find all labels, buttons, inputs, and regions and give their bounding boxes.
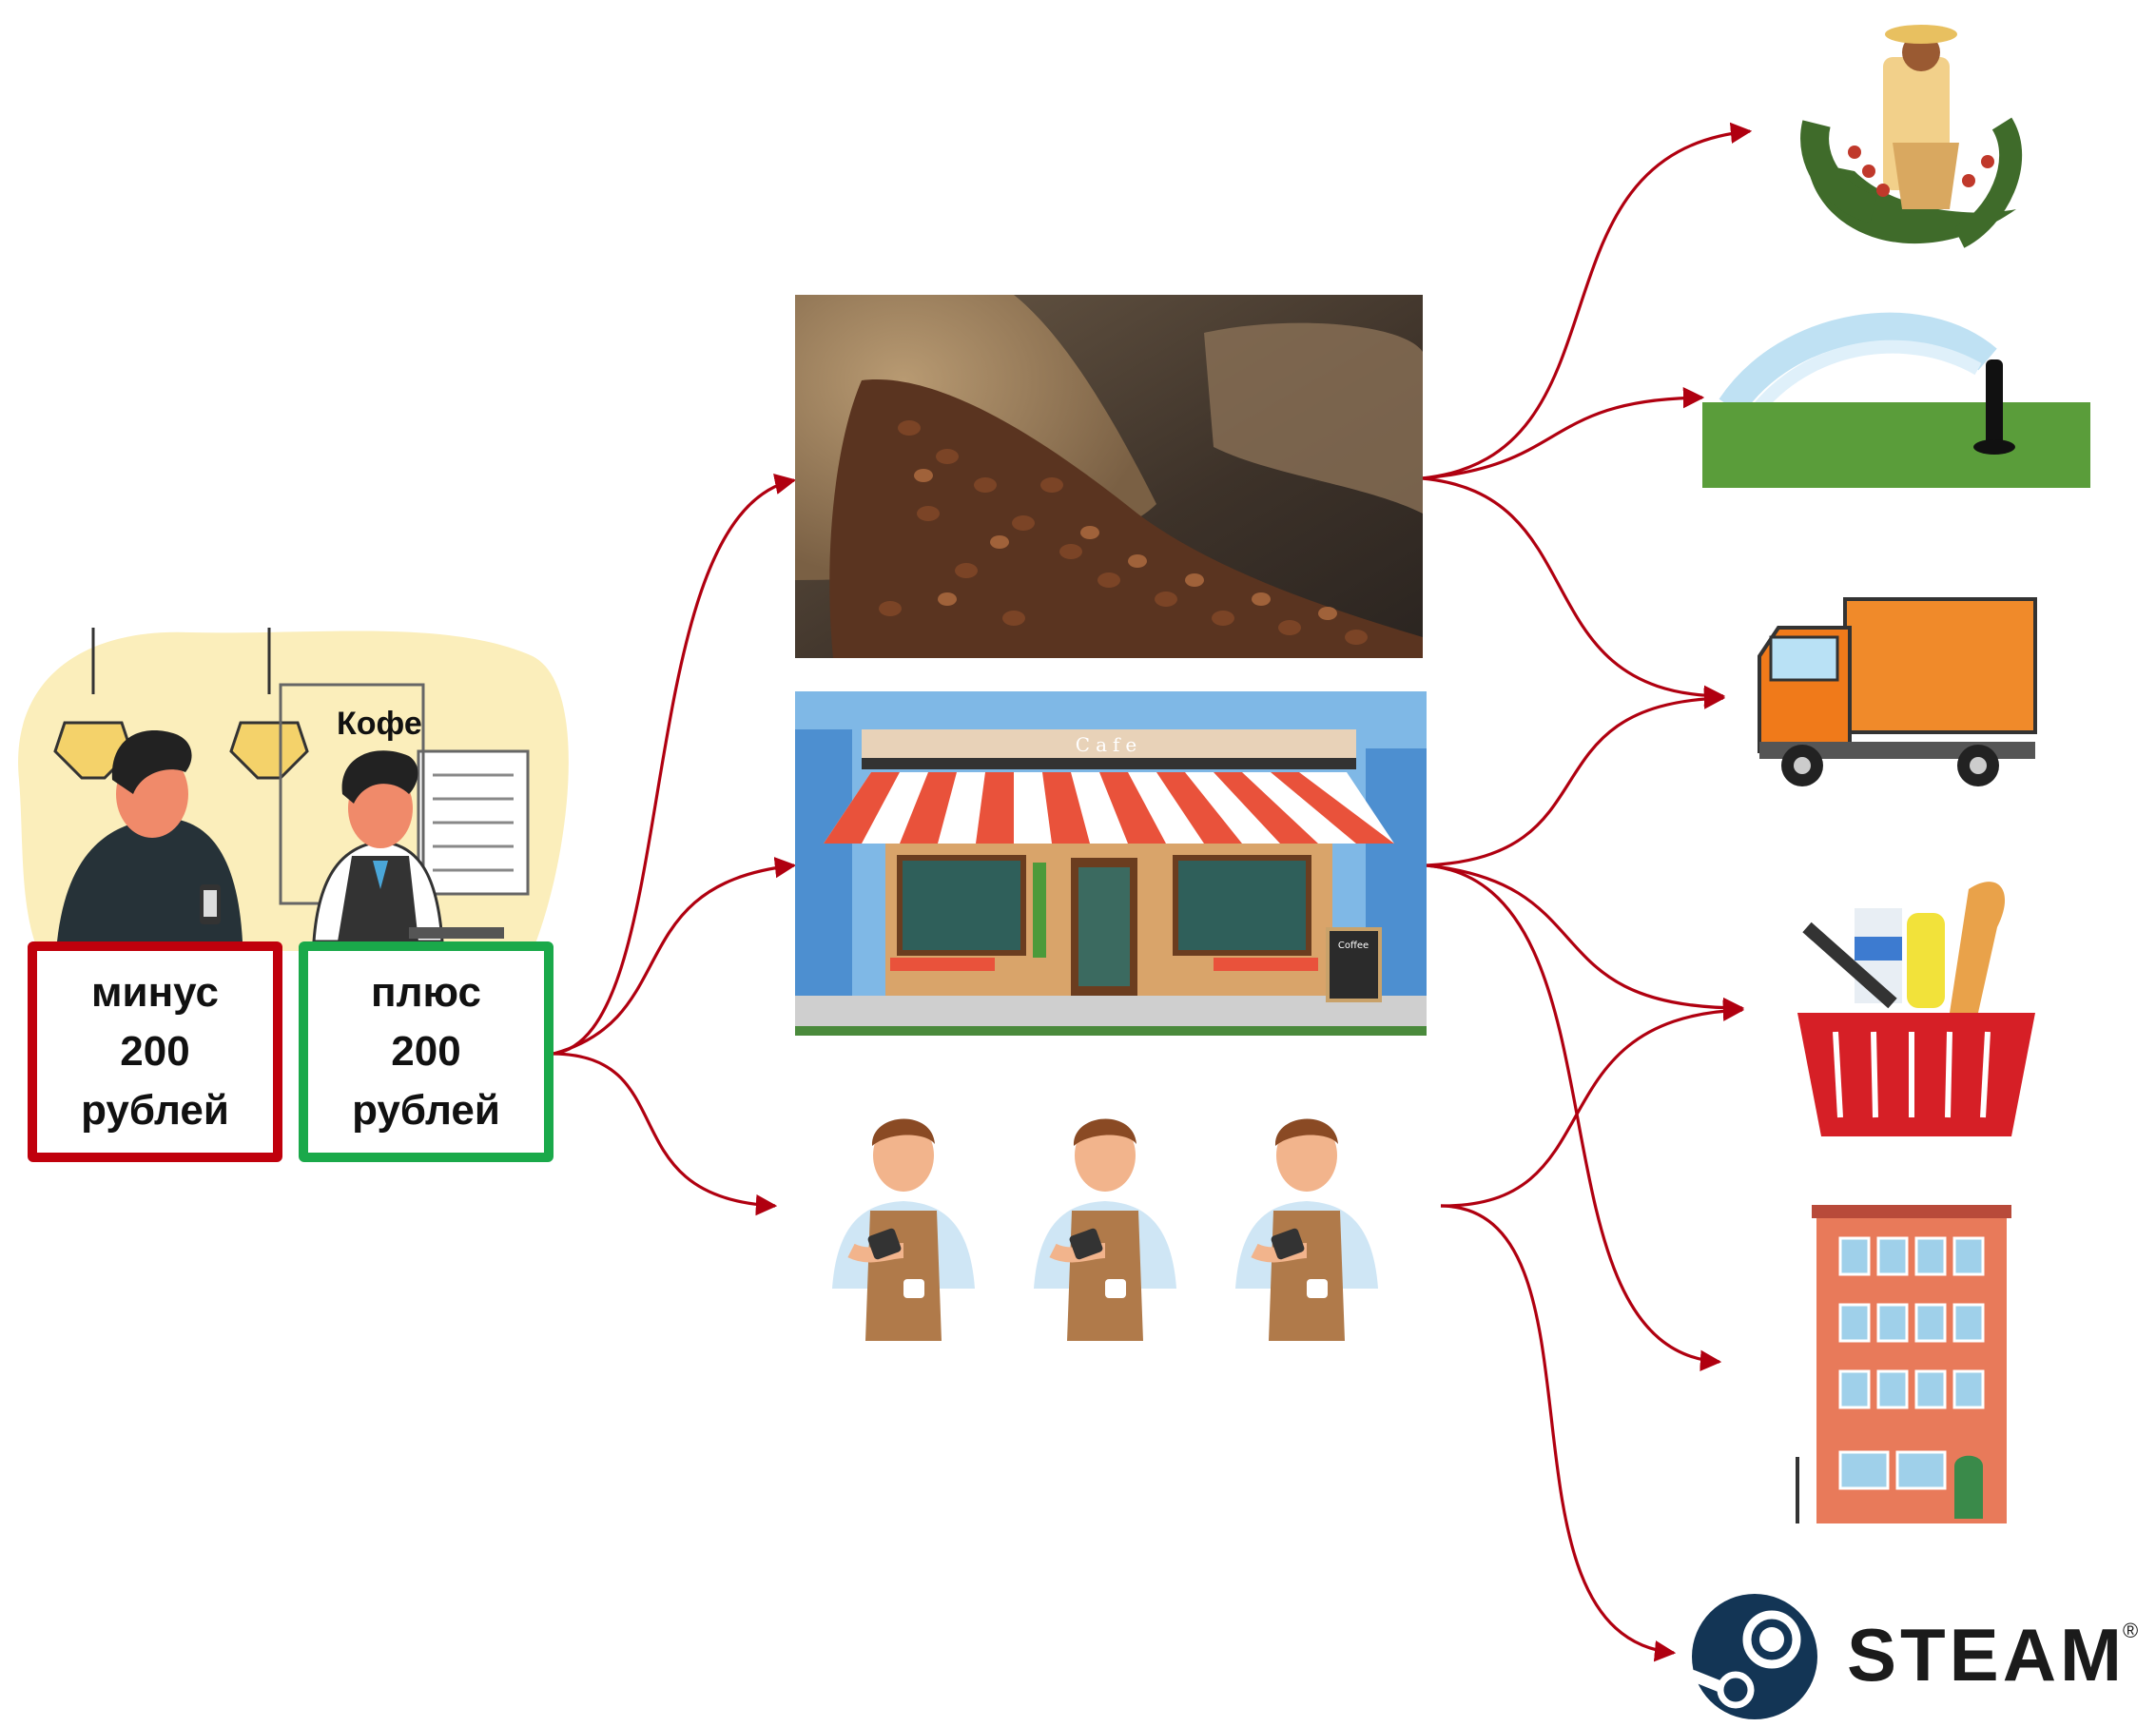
coffee-beans-sack-photo	[795, 295, 1423, 658]
arrow-baristas-to-steam	[1440, 1204, 1677, 1662]
plus-currency: рублей	[352, 1087, 500, 1134]
cafe-storefront: Cafe Coffee	[795, 691, 1427, 1036]
arrow-payment-to-beans	[553, 474, 797, 1056]
lawn-sprinkler-icon	[1702, 312, 2090, 488]
coffee-sign-label: Кофе	[337, 706, 422, 742]
coffee-farmer-icon	[1800, 25, 2023, 248]
minus-200-box: минус 200 рублей	[28, 941, 282, 1162]
arrow-beans-to-farmer	[1421, 122, 1753, 480]
grocery-basket-icon	[1797, 882, 2035, 1136]
arrow-cafe-to-basket	[1426, 864, 1745, 1019]
arrow-beans-to-truck	[1421, 476, 1726, 707]
cafe-sign-text: Cafe	[1076, 733, 1142, 756]
steam-logo-icon	[1688, 1594, 1817, 1719]
minus-label: минус	[90, 969, 220, 1016]
barista-figures	[832, 1108, 1408, 1341]
arrow-cafe-to-truck	[1426, 688, 1726, 867]
plus-amount: 200	[391, 1028, 461, 1075]
steam-wordmark: STEAM	[1847, 1613, 2126, 1697]
delivery-truck-icon	[1758, 597, 2037, 786]
arrow-beans-to-sprinkler	[1421, 387, 1705, 480]
coffee-shop-payment-illustration	[18, 628, 569, 951]
apartment-building-icon	[1796, 1205, 2011, 1523]
plus-label: плюс	[371, 969, 481, 1016]
steam-registered-mark: ®	[2123, 1619, 2139, 1642]
arrow-baristas-to-basket	[1440, 999, 1745, 1208]
minus-currency: рублей	[81, 1087, 229, 1134]
arrow-payment-to-cafe	[553, 857, 797, 1056]
cafe-board-text: Coffee	[1338, 941, 1369, 951]
plus-200-box: плюс 200 рублей	[299, 941, 554, 1162]
arrow-cafe-to-building	[1426, 864, 1722, 1371]
minus-amount: 200	[120, 1028, 190, 1075]
arrow-payment-to-baristas	[553, 1052, 778, 1216]
